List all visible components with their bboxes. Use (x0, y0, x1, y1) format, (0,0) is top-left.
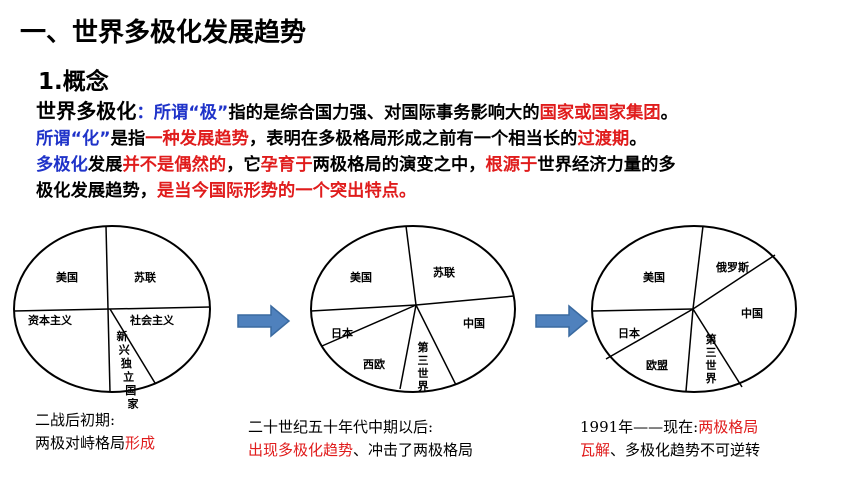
label-japan: 日本 (331, 326, 353, 340)
text-plain: 指的是综合国力强、对国际事务影响大的 (228, 103, 540, 123)
diagram-postwar (13, 225, 211, 393)
text-highlight-transition: 过渡期 (577, 129, 630, 149)
caption-text: 、多极化趋势不可逆转 (610, 441, 761, 459)
caption-text: 两极对峙格局 (35, 434, 126, 452)
text-plain: ，表明在多极格局形成之前有一个相当长的 (248, 129, 578, 149)
section-heading-concept: 1.概念 (38, 69, 109, 95)
label-eu: 欧盟 (646, 358, 668, 372)
caption-highlight: 形成 (125, 434, 156, 452)
vertical-label-char: 立 (123, 370, 134, 384)
text-plain: 世界经济力量的多 (537, 155, 676, 175)
vertical-label-char: 界 (418, 380, 429, 393)
caption-text: 、冲击了两极格局 (353, 441, 474, 459)
page-title: 一、世界多极化发展趋势 (20, 18, 307, 48)
paragraph-line-1: 世界多极化：所谓“极”指的是综合国力强、对国际事务影响大的国家或国家集团。 (36, 98, 844, 126)
text-highlight-nations: 国家或国家集团 (539, 103, 661, 123)
label-usa: 美国 (350, 270, 372, 284)
vertical-label-char: 新 (117, 329, 128, 343)
circle-outline (591, 225, 797, 393)
label-ussr: 苏联 (134, 270, 156, 284)
caption-text: 1991年——现在: (580, 418, 699, 436)
text-plain: 发展 (87, 155, 123, 175)
caption-line: 出现多极化趋势、冲击了两极格局 (248, 439, 473, 462)
vertical-label-char: 第 (706, 332, 717, 346)
vertical-label-char: 三 (706, 346, 717, 359)
label-russia: 俄罗斯 (715, 260, 749, 274)
vertical-label-char: 界 (706, 372, 717, 385)
text-plain: 极化发展趋势， (36, 181, 158, 201)
text-highlight-rooted: 根源于 (485, 155, 538, 175)
vertical-label-char: 世 (706, 358, 717, 372)
paragraph-line-4: 极化发展趋势，是当今国际形势的一个突出特点。 (36, 178, 844, 204)
label-socialism: 社会主义 (129, 313, 175, 327)
paragraph-line-2: 所谓“化”是指一种发展趋势，表明在多极格局形成之前有一个相当长的过渡期。 (36, 126, 844, 152)
text-highlight-feature: 是当今国际形势的一个突出特点。 (157, 181, 417, 201)
paragraph-line-3: 多极化发展并不是偶然的，它孕育于两极格局的演变之中，根源于世界经济力量的多 (36, 152, 844, 178)
caption-highlight: 出现多极化趋势 (248, 441, 354, 459)
label-western-europe: 西欧 (363, 357, 385, 371)
circle-outline (13, 225, 211, 393)
text-highlight-trend: 一种发展趋势 (145, 129, 249, 149)
vertical-label-char: 独 (120, 356, 132, 370)
caption-line: 二十世纪五十年代中期以后: (248, 418, 434, 436)
vertical-label-char: 兴 (119, 343, 130, 357)
vertical-label-char: 世 (418, 366, 429, 380)
colon: ： (136, 103, 154, 123)
caption-1991: 1991年——现在:两极格局 瓦解、多极化趋势不可逆转 (580, 416, 760, 462)
caption-postwar: 二战后初期: 两极对峙格局形成 (35, 409, 155, 455)
label-ussr: 苏联 (433, 265, 455, 279)
label-china: 中国 (741, 306, 763, 320)
text-plain: 。 (629, 129, 647, 149)
text-plain: 两极格局的演变之中， (312, 155, 486, 175)
circle-outline (310, 225, 516, 393)
caption-line: 二战后初期: (35, 411, 116, 429)
diagram-1950s (310, 225, 516, 393)
label-capitalism: 资本主义 (28, 313, 73, 327)
concept-paragraph: 世界多极化：所谓“极”指的是综合国力强、对国际事务影响大的国家或国家集团。 所谓… (36, 98, 844, 204)
caption-highlight: 瓦解 (580, 441, 611, 459)
vertical-label-char: 国 (125, 384, 136, 397)
caption-highlight: 两极格局 (698, 418, 759, 436)
caption-line: 1991年——现在:两极格局 (580, 416, 760, 439)
label-china: 中国 (463, 316, 485, 330)
caption-line: 两极对峙格局形成 (35, 432, 155, 455)
text-plain: 是指 (110, 129, 146, 149)
label-japan: 日本 (618, 326, 640, 340)
text-ji-definition: 所谓“极” (153, 103, 229, 123)
text-multipolar: 多极化 (36, 155, 88, 175)
caption-1950s: 二十世纪五十年代中期以后: 出现多极化趋势、冲击了两极格局 (248, 416, 473, 462)
label-usa: 美国 (643, 270, 665, 284)
diagrams-area: 美国 苏联 资本主义 社会主义 新兴独立国家 美国 苏联 日本 中国 西欧 第三… (0, 215, 860, 415)
term-multipolarization: 世界多极化 (36, 99, 137, 123)
arrow-right-2-icon (535, 304, 589, 338)
text-hua-definition: 所谓“化” (36, 129, 111, 149)
text-plain: ，它 (226, 155, 261, 175)
text-highlight-bred: 孕育于 (260, 155, 313, 175)
vertical-label-char: 家 (128, 397, 140, 411)
vertical-label-char: 第 (418, 340, 429, 354)
caption-line: 瓦解、多极化趋势不可逆转 (580, 439, 760, 462)
vertical-label-char: 三 (418, 354, 429, 367)
text-plain: 。 (660, 103, 678, 123)
text-highlight-not-accidental: 并不是偶然的 (122, 155, 227, 175)
arrow-right-1-icon (237, 304, 291, 338)
diagram-1991 (591, 225, 797, 393)
label-usa: 美国 (56, 270, 78, 284)
